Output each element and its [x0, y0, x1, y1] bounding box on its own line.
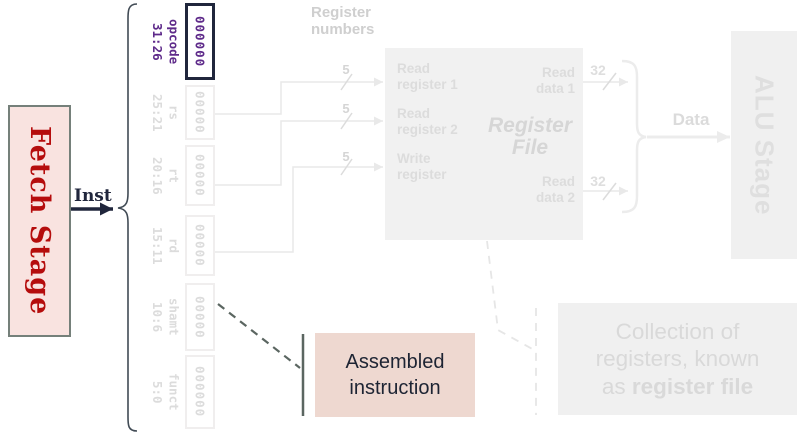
field-bits: 25:21	[150, 93, 165, 132]
bus-width-5-label: 5	[342, 62, 350, 77]
field-bits: 20:16	[150, 156, 165, 195]
merge-bracket	[621, 59, 647, 214]
field-value-rt: 00000	[185, 145, 215, 206]
field-bits: 10:6	[150, 301, 165, 333]
bus-width-32-label: 32	[590, 173, 606, 189]
fetch-stage-box: Fetch Stage	[8, 105, 71, 337]
register-file-box: Read register 1 Read register 2 Write re…	[385, 48, 583, 240]
bus-rs-to-read-register-1	[215, 77, 383, 115]
read-data-1-port: Read data 1	[535, 65, 575, 96]
field-name: rt	[166, 167, 182, 184]
instruction-brace	[117, 3, 138, 432]
alu-stage-label: ALU Stage	[749, 74, 780, 216]
field-name: rs	[166, 104, 182, 121]
bus-width-5-label: 5	[342, 149, 350, 164]
assembled-callout-leader	[217, 303, 301, 369]
field-bits: 5:0	[150, 380, 165, 404]
bus-width-32-label: 32	[590, 62, 606, 78]
write-register-port: Write register	[397, 151, 447, 182]
collection-of-registers-callout: Collection of registers, known as regist…	[558, 303, 797, 415]
bus-rd-to-write-register	[215, 162, 383, 253]
register-numbers-label: Register numbers	[311, 4, 375, 38]
field-name: funct	[166, 373, 182, 411]
collection-text-bold: register file	[631, 373, 754, 399]
inst-label: Inst	[74, 186, 112, 206]
assembled-instruction-callout: Assembled instruction	[315, 333, 475, 417]
field-value-opcode: 000000	[185, 3, 215, 80]
field-name: shamt	[166, 298, 182, 336]
read-register-2-port: Read register 2	[397, 106, 458, 137]
field-value-rd: 00000	[185, 215, 215, 276]
field-bits: 31:26	[150, 22, 165, 61]
field-value: 00000	[192, 295, 208, 339]
field-value: 000000	[192, 366, 208, 418]
data-bus-label: Data	[672, 110, 710, 129]
collection-callout-leader	[486, 240, 537, 415]
field-value: 000000	[192, 15, 208, 68]
field-value-shamt: 00000	[185, 283, 215, 351]
field-name: rd	[166, 237, 182, 254]
collection-text-regular: Collection of registers, known as	[595, 318, 760, 399]
field-value: 00000	[192, 224, 208, 267]
collection-callout-text: Collection of registers, known as regist…	[596, 318, 760, 400]
alu-stage-box: ALU Stage	[731, 31, 797, 259]
field-value-funct: 000000	[185, 355, 215, 429]
bus-rt-to-read-register-2	[215, 116, 383, 186]
field-value: 00000	[192, 91, 208, 134]
field-name: opcode	[166, 18, 182, 65]
register-file-title: Register File	[487, 114, 573, 160]
fetch-stage-label: Fetch Stage	[24, 126, 55, 316]
field-value: 00000	[192, 154, 208, 197]
field-value-rs: 00000	[185, 85, 215, 140]
read-data-2-port: Read data 2	[535, 174, 575, 205]
read-register-1-port: Read register 1	[397, 61, 458, 92]
field-bits: 15:11	[150, 226, 165, 265]
bus-width-5-label: 5	[342, 101, 350, 116]
